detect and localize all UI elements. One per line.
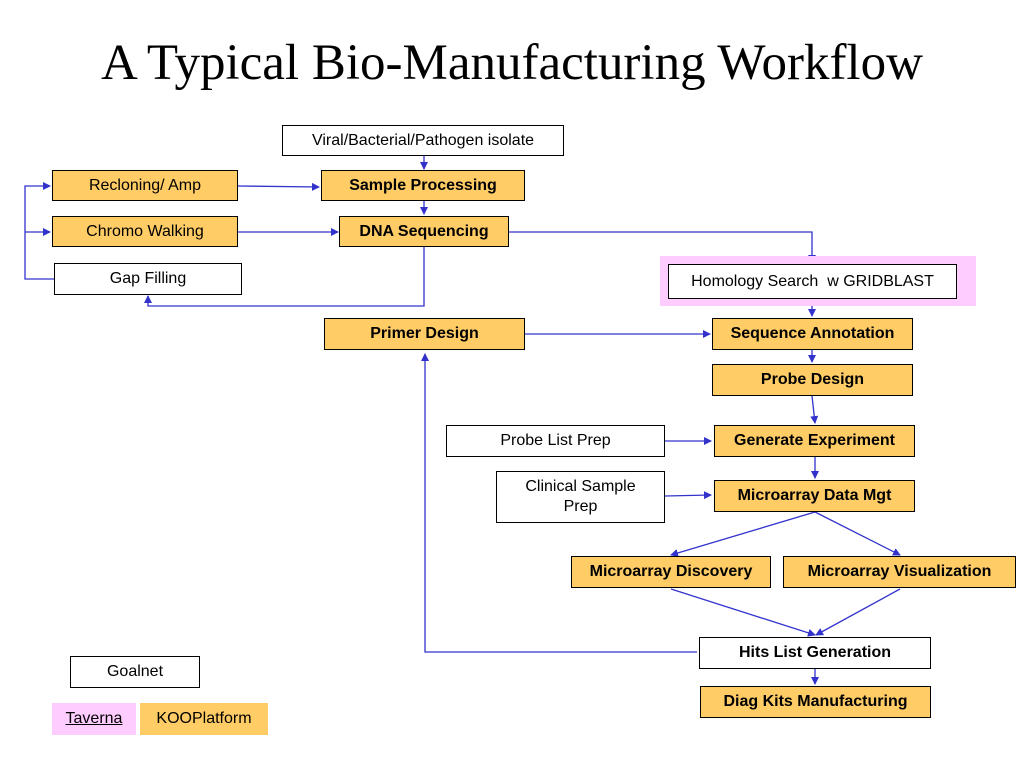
edge-data-mgt-to-visualization xyxy=(814,511,901,556)
node-probe-list-prep: Probe List Prep xyxy=(446,425,665,457)
node-homology-search: Homology Search w GRIDBLAST xyxy=(668,264,957,299)
node-recloning-amp: Recloning/ Amp xyxy=(52,170,238,201)
node-viral-isolate: Viral/Bacterial/Pathogen isolate xyxy=(282,125,564,156)
node-sample-processing: Sample Processing xyxy=(321,170,525,201)
edge-data-mgt-to-discovery xyxy=(670,511,816,557)
node-diag-kits-manufacturing: Diag Kits Manufacturing xyxy=(700,686,931,718)
page-title: A Typical Bio-Manufacturing Workflow xyxy=(101,35,923,91)
legend-goalnet: Goalnet xyxy=(70,656,200,688)
node-hits-list-generation: Hits List Generation xyxy=(699,637,931,669)
node-sequence-annotation: Sequence Annotation xyxy=(712,318,913,350)
taverna-link[interactable]: Taverna xyxy=(65,710,123,727)
edge-recloning-to-sample-processing xyxy=(237,182,320,191)
node-probe-design: Probe Design xyxy=(712,364,913,396)
edge-probe-design-to-generate-experiment xyxy=(810,395,819,424)
edge-discovery-to-hits-list xyxy=(670,588,816,637)
node-clinical-sample-prep: Clinical Sample Prep xyxy=(496,471,665,523)
legend-taverna: Taverna xyxy=(52,703,136,735)
edge-dna-sequencing-to-homology xyxy=(509,231,816,263)
node-microarray-discovery: Microarray Discovery xyxy=(571,556,771,588)
node-dna-sequencing: DNA Sequencing xyxy=(339,216,509,247)
node-microarray-visualization: Microarray Visualization xyxy=(783,556,1016,588)
node-primer-design: Primer Design xyxy=(324,318,525,350)
edge-visualization-to-hits-list xyxy=(815,588,901,636)
edge-dna-sequencing-to-gap-filling xyxy=(144,247,425,307)
edge-hits-list-to-primer-design xyxy=(421,353,697,653)
edge-clinical-sample-to-data-mgt xyxy=(664,491,712,500)
legend-kooplatform: KOOPlatform xyxy=(140,703,268,735)
node-microarray-data-mgt: Microarray Data Mgt xyxy=(714,480,915,512)
node-generate-experiment: Generate Experiment xyxy=(714,425,915,457)
node-chromo-walking: Chromo Walking xyxy=(52,216,238,247)
node-gap-filling: Gap Filling xyxy=(54,263,242,295)
